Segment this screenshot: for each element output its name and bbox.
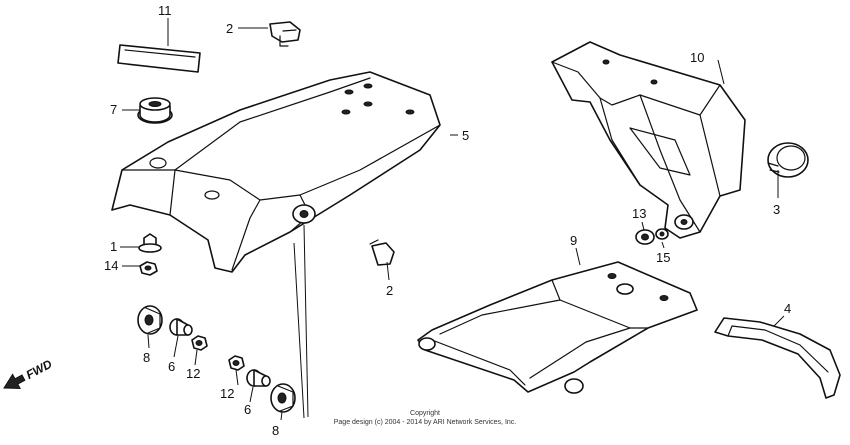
- callout-2-top: 2: [226, 21, 233, 36]
- callout-4: 4: [784, 301, 791, 316]
- callout-15: 15: [656, 250, 670, 265]
- callout-6-upper: 6: [168, 359, 175, 374]
- copyright-line: Copyright: [410, 410, 440, 417]
- fwd-arrow-icon: [3, 373, 26, 390]
- callout-10: 10: [690, 50, 704, 65]
- page-design-credit: Page design (c) 2004 - 2014 by ARI Netwo…: [334, 419, 517, 426]
- part-15-washer[interactable]: [655, 228, 669, 240]
- callout-5: 5: [462, 128, 469, 143]
- part-11-label-strip[interactable]: [117, 44, 201, 73]
- part-6-collar-upper[interactable]: [169, 318, 193, 336]
- callout-3: 3: [773, 202, 780, 217]
- callout-13: 13: [632, 206, 646, 221]
- leader-lines: [120, 18, 785, 421]
- callout-9: 9: [570, 233, 577, 248]
- callout-12-upper: 12: [186, 366, 200, 381]
- fwd-indicator: FWD: [3, 357, 55, 390]
- part-8-damper-upper[interactable]: [137, 305, 163, 335]
- callout-12-lower: 12: [220, 386, 234, 401]
- part-13-bolt[interactable]: [635, 229, 655, 245]
- part-2-clip-top[interactable]: [269, 21, 301, 47]
- part-1-collar[interactable]: [138, 233, 162, 253]
- part-3-cap[interactable]: [767, 142, 809, 178]
- part-7-grommet[interactable]: [137, 97, 173, 124]
- callout-8-upper: 8: [143, 350, 150, 365]
- fwd-label: FWD: [24, 357, 55, 382]
- callout-6-lower: 6: [244, 402, 251, 417]
- callout-labels: 11 2 7 5 10 3 1 14 2 13 15 9 4 8 6 12 12…: [104, 3, 791, 438]
- part-14-nut[interactable]: [139, 261, 158, 276]
- part-4-stay[interactable]: [714, 317, 841, 399]
- part-9-plate-frame[interactable]: [417, 261, 698, 394]
- callout-1: 1: [110, 239, 117, 254]
- part-6-collar-lower[interactable]: [246, 369, 271, 387]
- part-10-license-bracket[interactable]: [551, 41, 746, 239]
- part-5-rear-fender[interactable]: [111, 71, 441, 273]
- part-12-nut-lower[interactable]: [228, 355, 245, 371]
- part-12-nut-upper[interactable]: [191, 335, 208, 351]
- part-2-clip-bottom[interactable]: [369, 239, 395, 266]
- part-8-damper-lower[interactable]: [270, 383, 296, 413]
- callout-7: 7: [110, 102, 117, 117]
- callout-2-bottom: 2: [386, 283, 393, 298]
- callout-8-lower: 8: [272, 423, 279, 438]
- callout-14: 14: [104, 258, 118, 273]
- callout-11: 11: [158, 3, 172, 18]
